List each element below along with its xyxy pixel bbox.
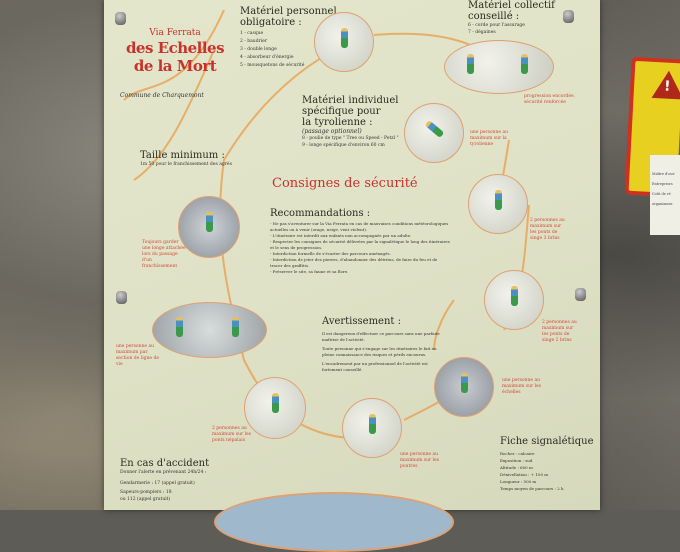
- list-item: 6 - corde pour l'assurage: [468, 23, 525, 28]
- tyro-heading: la tyrolienne :: [302, 117, 373, 128]
- list-item: 3 - double longe: [240, 47, 277, 52]
- perso-heading: obligatoire :: [240, 17, 302, 28]
- side-label: Maître d'ouv Entreprises Coût de ré orga…: [650, 155, 680, 235]
- exclamation-icon: !: [663, 78, 671, 95]
- caption: une personne au maximum sur les échelles: [502, 378, 541, 395]
- avertissement-section: Avertissement : Il est dangereux d'effec…: [322, 316, 440, 373]
- tyrolienne-section: Matériel individuel spécifique pour la t…: [302, 95, 399, 149]
- bolt-icon: [116, 291, 127, 304]
- side-label-text: Maître d'ouv: [652, 172, 675, 176]
- list-item: Longueur : 500 m: [500, 479, 537, 484]
- list-item: - Ne pas s'aventurer sur la Via Ferrata …: [270, 221, 449, 232]
- caption: Toujours garder une longe attachée lors …: [142, 240, 186, 269]
- list-item: Altitude : 600 m: [500, 465, 533, 470]
- collectif-heading: conseillé :: [468, 11, 520, 22]
- list-item: - Préserver le site, sa faune et sa flor…: [270, 269, 349, 274]
- perso-section: Matériel personnel obligatoire : 1 - cas…: [240, 6, 337, 70]
- taille-text: 1m 50 pour le franchissement des agrès: [140, 162, 232, 167]
- paragraph: Toute personne qui s'engage sur les itin…: [322, 346, 437, 357]
- accident-heading: En cas d'accident: [120, 458, 210, 469]
- bolt-icon: [563, 10, 574, 23]
- side-label-text: organismes: [652, 202, 673, 206]
- list-item: 1 - casque: [240, 31, 264, 36]
- list-item: Dénivellation : + 100 m: [500, 472, 549, 477]
- taille-heading: Taille minimum :: [140, 150, 225, 161]
- list-item: - L'itinéraire est interdit aux enfants …: [270, 233, 412, 238]
- consignes-heading: Consignes de sécurité: [272, 176, 418, 191]
- list-item: Rocher : calcaire: [500, 451, 535, 456]
- bolt-icon: [115, 12, 126, 25]
- ladder-illustration: [434, 357, 494, 417]
- paragraph: Il est dangereux d'effectuer ce parcours…: [322, 331, 440, 342]
- beam-illustration: [342, 398, 402, 458]
- pompiers-number-alt: ou 112 (appel gratuit): [120, 497, 171, 502]
- tyro-heading: Matériel individuel: [302, 95, 399, 106]
- bridge-illustration: [244, 377, 306, 439]
- accident-text: Donner l'alerte en prévenant 24h/24 :: [120, 470, 207, 475]
- caption: 2 personnes au maximum sur les ponts de …: [542, 320, 577, 343]
- avertissement-heading: Avertissement :: [322, 316, 401, 327]
- side-label-text: Entreprises: [652, 182, 673, 186]
- caption: 2 personnes au maximum sur les ponts nép…: [212, 426, 251, 443]
- collectif-heading: Matériel collectif: [468, 0, 555, 11]
- gendarmerie-number: Gendarmerie : 17 (appel gratuit): [120, 481, 195, 486]
- title-line3: de la Mort: [133, 57, 217, 75]
- list-item: - Interdiction formelle de s'écarter des…: [270, 251, 391, 256]
- accident-section: En cas d'accident Donner l'alerte en pré…: [120, 458, 209, 503]
- paragraph: L'encadrement par un professionnel de l'…: [322, 361, 428, 372]
- list-item: 2 - baudrier: [240, 39, 267, 44]
- caption: une personne au maximum sur la tyrolienn…: [470, 130, 509, 147]
- taille-section: Taille minimum : 1m 50 pour le franchiss…: [140, 150, 232, 168]
- list-item: Temps moyen de parcours : 2 h: [500, 486, 564, 491]
- title-line1: Via Ferrata: [149, 28, 201, 38]
- climber-illustration: [314, 12, 374, 72]
- climber-illustration: [178, 196, 240, 258]
- commune: Commune de Charquemont: [120, 92, 204, 99]
- title-line2: des Echelles: [125, 39, 225, 57]
- caption: 2 personnes au maximum sur les ponts de …: [530, 218, 565, 241]
- caption: une personne au maximum par section de l…: [116, 344, 160, 367]
- map-preview: [214, 492, 454, 552]
- climber-illustration: [444, 40, 554, 94]
- fiche-heading: Fiche signalétique: [500, 436, 594, 447]
- recommandations-section: Recommandations : - Ne pas s'aventurer s…: [270, 208, 450, 275]
- bridge-illustration: [468, 174, 528, 234]
- recommandations-heading: Recommandations :: [270, 208, 371, 219]
- list-item: - Respecter les consignes de sécurité dé…: [270, 239, 450, 250]
- side-label-text: Coût de ré: [652, 192, 671, 196]
- collectif-section: Matériel collectif conseillé : 6 - corde…: [468, 0, 555, 36]
- caption: une personne au maximum sur les poutres: [400, 452, 439, 469]
- list-item: Exposition : sud: [500, 458, 533, 463]
- list-item: 8 - poulie de type " Tree ou Speed - Pet…: [302, 136, 399, 141]
- pompiers-number: Sapeurs-pompiers : 18: [120, 490, 172, 495]
- tyro-note: (passage optionnel): [302, 128, 362, 135]
- zipline-illustration: [404, 103, 464, 163]
- list-item: 5 - mousquetons de sécurité: [240, 63, 305, 68]
- list-item: 9 - longe spécifique d'environ 60 cm: [302, 143, 385, 148]
- information-board: Via Ferrata des Echelles de la Mort Comm…: [104, 0, 600, 552]
- list-item: 4 - absorbeur d'énergie: [240, 55, 294, 60]
- perso-heading: Matériel personnel: [240, 6, 337, 17]
- list-item: - Interdiction de jeter des pierres, d'a…: [270, 257, 438, 268]
- fiche-section: Fiche signalétique Rocher : calcaire Exp…: [500, 436, 594, 492]
- lifeline-illustration: [152, 302, 267, 358]
- caption: progression encordée, sécurité renforcée: [524, 94, 576, 105]
- tyro-heading: spécifique pour: [302, 106, 381, 117]
- bolt-icon: [575, 288, 586, 301]
- list-item: 7 - dégaines: [468, 30, 496, 35]
- bridge-illustration: [484, 270, 544, 330]
